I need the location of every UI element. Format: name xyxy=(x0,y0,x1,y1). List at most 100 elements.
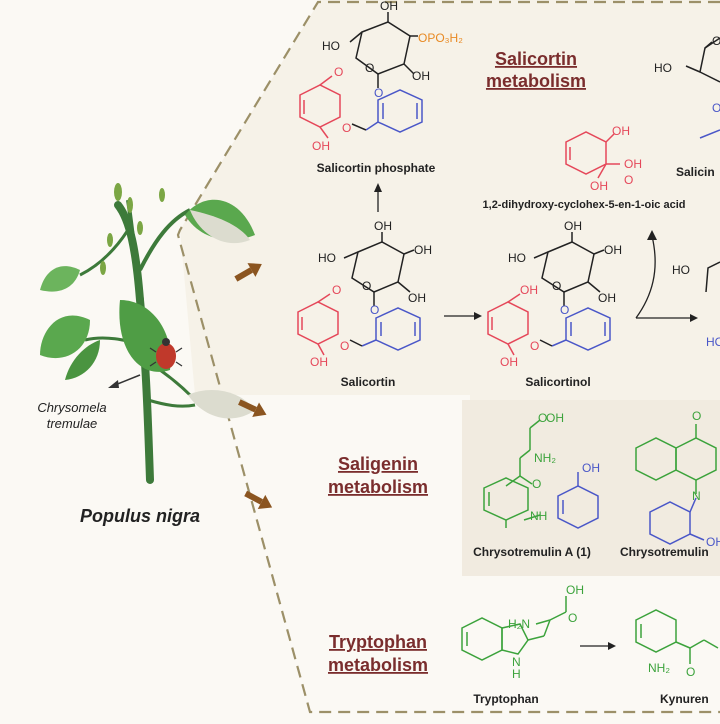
atom-label: OH xyxy=(604,243,622,257)
atom-label: O xyxy=(362,279,371,293)
atom-label: OH xyxy=(408,291,426,305)
atom-label: OH xyxy=(412,69,430,83)
panel-backgrounds xyxy=(180,0,720,576)
arrow-right-icon xyxy=(690,314,698,322)
structure-chrysotremulin-a xyxy=(483,419,599,529)
atom-label: NH₂ xyxy=(534,451,556,465)
compound-label-kynurenine: Kynuren xyxy=(660,692,709,706)
structure-kynurenine xyxy=(635,609,719,664)
atom-label: HO xyxy=(322,39,340,53)
svg-text:Saligenin: Saligenin xyxy=(338,454,418,474)
svg-text:Salicortin: Salicortin xyxy=(495,49,577,69)
compound-label-salicortinol: Salicortinol xyxy=(525,375,590,389)
arrow-to-salicortin-icon xyxy=(234,263,262,282)
plant-label: Populus nigra xyxy=(80,506,200,526)
atom-label: HO xyxy=(706,335,720,349)
leaf xyxy=(65,340,100,380)
atom-label: OH xyxy=(624,157,642,171)
atom-label: OPO₃H₂ xyxy=(418,31,463,45)
atom-label: HO xyxy=(672,263,690,277)
atom-label: N xyxy=(692,489,701,503)
insect-label-line1: Chrysomela xyxy=(37,400,106,415)
leaf xyxy=(40,315,90,359)
compound-label-salicortin: Salicortin xyxy=(341,375,396,389)
atom-label: OH xyxy=(566,583,584,597)
atom-label: O xyxy=(568,611,577,625)
atom-label: O xyxy=(686,665,695,679)
compound-label-chrysotremulin-a: Chrysotremulin A (1) xyxy=(473,545,591,559)
atom-label: O xyxy=(365,61,374,75)
dashed-hexagon-border xyxy=(176,0,720,714)
atom-label: NH xyxy=(530,509,547,523)
atom-label: H xyxy=(512,667,521,681)
atom-label: O xyxy=(334,65,343,79)
atom-label: NH₂ xyxy=(648,661,670,675)
atom-label: N xyxy=(512,655,521,669)
svg-text:Tryptophan: Tryptophan xyxy=(329,632,427,652)
structure-chrysotremulin xyxy=(635,424,717,545)
atom-label: HO xyxy=(654,61,672,75)
svg-text:metabolism: metabolism xyxy=(486,71,586,91)
section-title-salicortin: Salicortin metabolism xyxy=(486,49,586,91)
structure-salicortin xyxy=(297,232,421,356)
atom-label: O xyxy=(624,173,633,187)
atom-label: OH xyxy=(598,291,616,305)
arrow-to-saligenin-icon xyxy=(244,490,273,509)
atom-label: O xyxy=(692,409,701,423)
atom-label: OH xyxy=(564,219,582,233)
atom-label: OH xyxy=(612,124,630,138)
atom-label: OH xyxy=(706,535,720,549)
salicortin-panel xyxy=(180,0,720,400)
atom-label: O xyxy=(370,303,379,317)
leaf xyxy=(190,210,250,244)
atom-label: O xyxy=(560,303,569,317)
section-title-saligenin: Saligenin metabolism xyxy=(328,454,428,497)
leaf xyxy=(188,390,255,419)
svg-text:metabolism: metabolism xyxy=(328,655,428,675)
atom-label: O xyxy=(538,411,547,425)
atom-label: O xyxy=(374,86,383,100)
arrow-to-salicortin-2-icon xyxy=(238,399,267,417)
atom-label: OH xyxy=(310,355,328,369)
atom-label: O xyxy=(340,339,349,353)
atom-label: O xyxy=(712,34,720,48)
atom-label: OH xyxy=(590,179,608,193)
structure-dihydroxy-acid xyxy=(565,131,620,179)
atom-label: O xyxy=(530,339,539,353)
atom-label: OH xyxy=(414,243,432,257)
atom-label: O xyxy=(342,121,351,135)
brown-arrows xyxy=(234,263,273,509)
atom-label: OH xyxy=(520,283,538,297)
saligenin-panel xyxy=(462,400,720,576)
arrow-up-icon xyxy=(374,183,382,192)
compound-label-salicin: Salicin xyxy=(676,165,715,179)
atom-label: O xyxy=(552,279,561,293)
structure-salicortin-phosphate xyxy=(299,12,423,139)
atom-label: HO xyxy=(318,251,336,265)
compound-label-tryptophan: Tryptophan xyxy=(473,692,538,706)
compound-label-dihydroxy-acid: 1,2-dihydroxy-cyclohex-5-en-1-oic acid xyxy=(483,199,686,211)
atom-label: O xyxy=(332,283,341,297)
arrow-right-icon xyxy=(608,642,616,650)
populus-nigra-plant xyxy=(40,183,255,484)
insect-label-line2: tremulae xyxy=(47,416,98,431)
beetle-icon xyxy=(149,338,183,369)
atom-label: OH xyxy=(500,355,518,369)
atom-label: OH xyxy=(380,0,398,13)
atom-label: OH xyxy=(374,219,392,233)
atom-label: O xyxy=(712,101,720,115)
atom-label: O xyxy=(532,477,541,491)
atom-label: OH xyxy=(312,139,330,153)
section-title-tryptophan: Tryptophan metabolism xyxy=(328,632,428,675)
structure-salicin xyxy=(685,37,720,139)
atom-label: HO xyxy=(508,251,526,265)
atom-label: H₂N xyxy=(508,617,530,631)
compound-label-salicortin-phosphate: Salicortin phosphate xyxy=(317,161,436,175)
structure-tryptophan xyxy=(461,596,567,661)
atom-label: OH xyxy=(546,411,564,425)
arrow-curve-icon xyxy=(647,230,657,240)
svg-text:metabolism: metabolism xyxy=(328,477,428,497)
arrow-right-icon xyxy=(474,312,482,320)
